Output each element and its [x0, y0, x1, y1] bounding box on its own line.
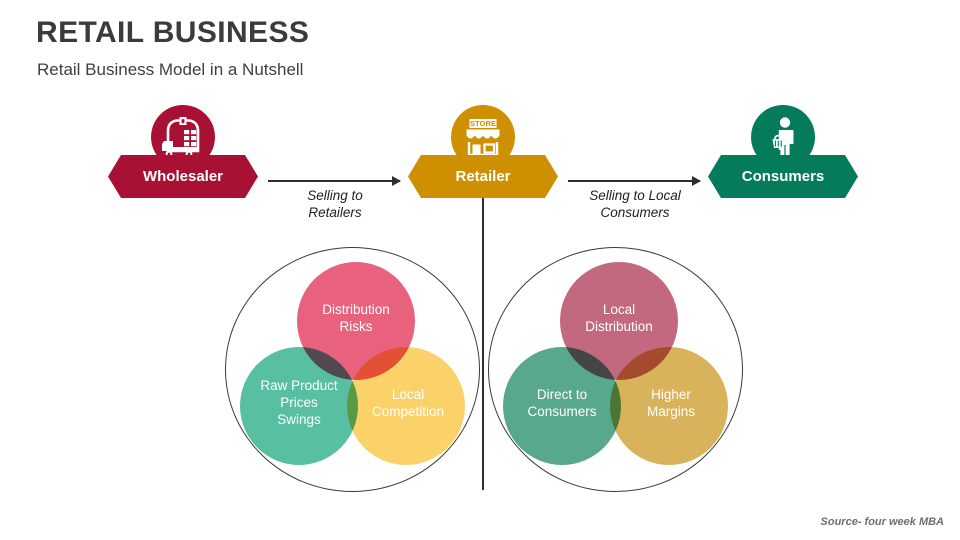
connector-wholesaler-to-retailer — [268, 176, 401, 186]
shopper-person-icon — [751, 105, 815, 169]
connector-retailer-to-venns — [482, 198, 484, 490]
connector-retailer-to-consumers — [568, 176, 701, 186]
venn-circle-local-competition[interactable] — [347, 347, 465, 465]
venn-outline-circle — [225, 247, 480, 492]
connector-label-selling-to-retailers: Selling to Retailers — [262, 187, 408, 221]
connector-label-line1: Selling to Local — [589, 188, 681, 203]
venn-diagram-wholesaler-challenges: Distribution Risks Raw Product Prices Sw… — [225, 247, 480, 492]
flow-node-label-wholesaler: Wholesaler — [142, 168, 224, 185]
consumers-badge — [751, 105, 815, 169]
page-subtitle: Retail Business Model in a Nutshell — [37, 60, 304, 79]
wholesaler-badge — [151, 105, 215, 169]
connector-label-selling-to-local-consumers: Selling to Local Consumers — [562, 187, 708, 221]
retailer-banner — [408, 155, 558, 198]
venn-outline-circle — [488, 247, 743, 492]
flow-node-consumers[interactable]: Consumers — [708, 105, 858, 205]
flow-node-label-retailer: Retailer — [455, 168, 511, 185]
venn-diagram-retailer-advantages: Local Distribution Direct to Consumers H… — [488, 247, 743, 492]
consumers-banner — [708, 155, 858, 198]
connector-label-line1: Selling to — [307, 188, 363, 203]
venn-circle-direct-to-consumers[interactable] — [503, 347, 621, 465]
venn-circle-higher-margins[interactable] — [610, 347, 728, 465]
wholesaler-banner — [108, 155, 258, 198]
venn-circle-raw-product-prices-swings[interactable] — [240, 347, 358, 465]
connector-label-line2: Consumers — [600, 205, 670, 220]
source-note: Source- four week MBA — [820, 516, 944, 528]
warehouse-truck-icon — [151, 105, 215, 169]
store-sign-text: STORE — [470, 119, 496, 128]
connector-label-line2: Retailers — [308, 205, 362, 220]
flow-node-retailer[interactable]: STORE Retailer — [408, 105, 558, 205]
flow-node-label-consumers: Consumers — [741, 168, 825, 185]
page-title: RETAIL BUSINESS — [36, 16, 310, 49]
flow-node-wholesaler[interactable]: Wholesaler — [108, 105, 258, 205]
